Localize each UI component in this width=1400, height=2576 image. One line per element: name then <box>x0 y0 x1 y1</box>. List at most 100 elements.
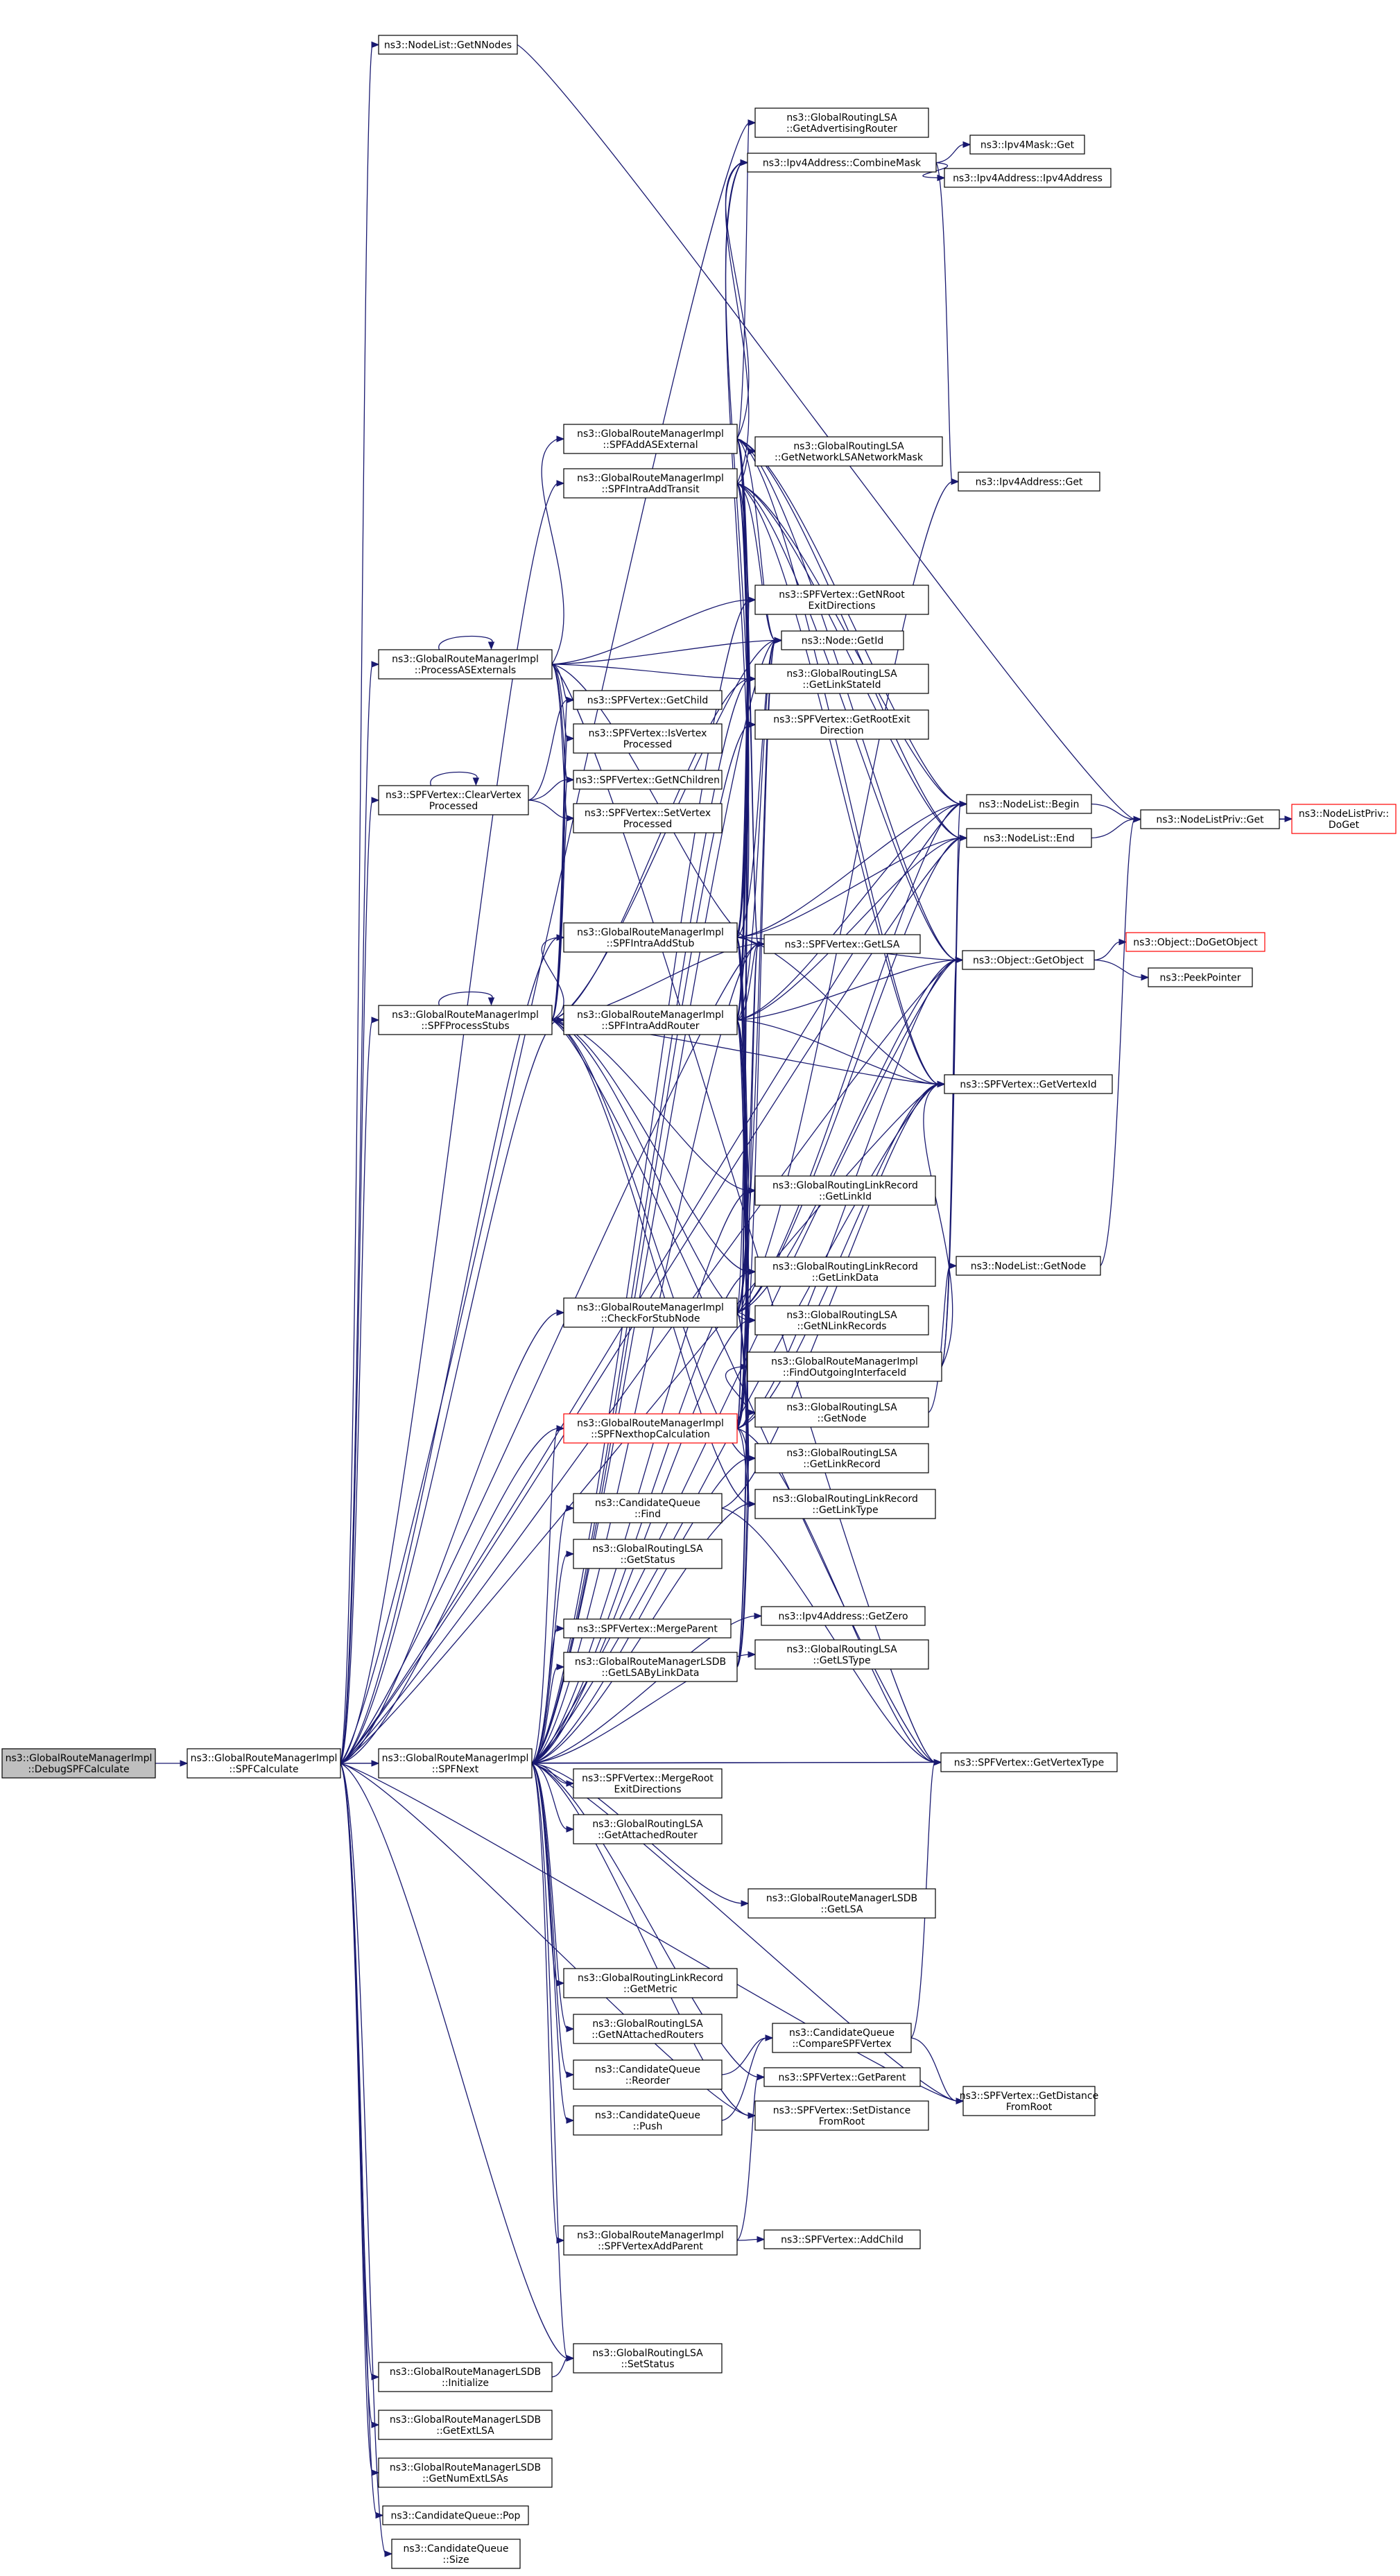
node-ns3-globalroutemanagerimpl-spfaddasexternal[interactable]: ns3::GlobalRouteManagerImpl::SPFAddASExt… <box>563 424 738 454</box>
node-ns3-peekpointer[interactable]: ns3::PeekPointer <box>1148 967 1253 987</box>
edge-line <box>528 799 568 819</box>
edge-cqpush-to-cqcompare <box>721 2034 774 2121</box>
node-ns3-ipv4address-combinemask[interactable]: ns3::Ipv4Address::CombineMask <box>747 153 937 173</box>
node-ns3-nodelistpriv-get[interactable]: ns3::NodeListPriv::Get <box>1140 809 1280 829</box>
node-ns3-ipv4address-getzero[interactable]: ns3::Ipv4Address::GetZero <box>761 1606 926 1626</box>
edge-line <box>736 837 961 1021</box>
node-ns3-ipv4mask-get[interactable]: ns3::Ipv4Mask::Get <box>969 135 1085 155</box>
node-label: ::GetStatus <box>621 1555 675 1566</box>
node-ns3-globalroutemanagerimpl-spfintraaddstub[interactable]: ns3::GlobalRouteManagerImpl::SPFIntraAdd… <box>563 922 738 953</box>
node-ns3-candidatequeue-find[interactable]: ns3::CandidateQueue::Find <box>573 1493 723 1523</box>
edge-line <box>721 1507 935 1763</box>
node-ns3-globalroutinglsa-getstatus[interactable]: ns3::GlobalRoutingLSA::GetStatus <box>573 1539 723 1569</box>
node-ns3-candidatequeue-push[interactable]: ns3::CandidateQueue::Push <box>573 2105 723 2136</box>
node-ns3-globalroutemanagerlsdb-getnumextlsas[interactable]: ns3::GlobalRouteManagerLSDB::GetNumExtLS… <box>378 2457 553 2488</box>
node-ns3-globalroutemanagerlsdb-initialize[interactable]: ns3::GlobalRouteManagerLSDB::Initialize <box>378 2362 553 2392</box>
node-ns3-globalroutinglinkrecord-getlinkid[interactable]: ns3::GlobalRoutingLinkRecord::GetLinkId <box>754 1175 936 1206</box>
node-ns3-globalroutinglsa-getattachedrouter[interactable]: ns3::GlobalRoutingLSA::GetAttachedRouter <box>573 1814 723 1844</box>
node-ns3-globalroutemanagerimpl-findoutgoinginterfaceid[interactable]: ns3::GlobalRouteManagerImpl::FindOutgoin… <box>747 1351 942 1382</box>
node-ns3-object-getobject[interactable]: ns3::Object::GetObject <box>962 950 1095 970</box>
node-box <box>563 468 738 499</box>
node-ns3-globalroutinglsa-getnetworklsanetworkmask[interactable]: ns3::GlobalRoutingLSA::GetNetworkLSANetw… <box>754 436 943 467</box>
node-ns3-candidatequeue-pop[interactable]: ns3::CandidateQueue::Pop <box>382 2505 529 2525</box>
node-ns3-globalroutemanagerlsdb-getextlsa[interactable]: ns3::GlobalRouteManagerLSDB::GetExtLSA <box>378 2410 553 2440</box>
node-ns3-globalroutemanagerimpl-spfnexthopcalculation[interactable]: ns3::GlobalRouteManagerImpl::SPFNexthopC… <box>563 1413 738 1444</box>
edge-line <box>430 771 478 786</box>
edge-line <box>541 937 564 1021</box>
node-label: ns3::SPFVertex::GetNChildren <box>576 775 720 786</box>
edge-line <box>531 1083 939 1764</box>
node-ns3-globalroutinglsa-getlstype[interactable]: ns3::GlobalRoutingLSA::GetLSType <box>754 1639 929 1670</box>
edge-arrowhead <box>556 435 565 442</box>
node-ns3-ipv4address-get[interactable]: ns3::Ipv4Address::Get <box>958 472 1100 492</box>
edge-line <box>736 937 939 1085</box>
node-label: ::SPFVertexAddParent <box>598 2241 703 2252</box>
node-ns3-globalroutemanagerlsdb-getlsabylinkdata[interactable]: ns3::GlobalRouteManagerLSDB::GetLSAByLin… <box>563 1652 738 1682</box>
node-ns3-globalroutemanagerimpl-spfvertexaddparent[interactable]: ns3::GlobalRouteManagerImpl::SPFVertexAd… <box>563 2225 738 2256</box>
node-ns3-globalroutinglsa-getadvertisingrouter[interactable]: ns3::GlobalRoutingLSA::GetAdvertisingRou… <box>754 107 929 138</box>
edge-arrowhead <box>566 2355 575 2362</box>
node-ns3-nodelist-begin[interactable]: ns3::NodeList::Begin <box>966 794 1092 814</box>
node-ns3-globalroutemanagerlsdb-getlsa[interactable]: ns3::GlobalRouteManagerLSDB::GetLSA <box>747 1888 936 1919</box>
edge-line <box>736 1428 935 1763</box>
node-ns3-spfvertex-getlsa[interactable]: ns3::SPFVertex::GetLSA <box>763 934 921 954</box>
node-ns3-globalroutemanagerimpl-processasexternals[interactable]: ns3::GlobalRouteManagerImpl::ProcessASEx… <box>378 649 553 680</box>
node-ns3-object-dogetobject[interactable]: ns3::Object::DoGetObject <box>1125 932 1265 952</box>
node-ns3-globalroutinglinkrecord-getmetric[interactable]: ns3::GlobalRoutingLinkRecord::GetMetric <box>563 1968 738 1998</box>
node-label: ns3::GlobalRouteManagerLSDB <box>766 1893 917 1904</box>
node-ns3-candidatequeue-comparespfvertex[interactable]: ns3::CandidateQueue::CompareSPFVertex <box>772 2023 912 2053</box>
node-ns3-globalroutemanagerimpl-debugspfcalculate[interactable]: ns3::GlobalRouteManagerImpl::DebugSPFCal… <box>1 1748 156 1779</box>
node-box <box>958 472 1100 492</box>
node-label: ::Reorder <box>625 2075 671 2086</box>
node-ns3-spfvertex-addchild[interactable]: ns3::SPFVertex::AddChild <box>763 2229 921 2249</box>
node-ns3-spfvertex-getchild[interactable]: ns3::SPFVertex::GetChild <box>573 690 723 710</box>
node-ns3-globalroutinglsa-getnattachedrouters[interactable]: ns3::GlobalRoutingLSA::GetNAttachedRoute… <box>573 2014 723 2044</box>
node-ns3-nodelist-getnode[interactable]: ns3::NodeList::GetNode <box>956 1256 1101 1276</box>
node-ns3-spfvertex-getvertextype[interactable]: ns3::SPFVertex::GetVertexType <box>940 1752 1118 1772</box>
node-ns3-candidatequeue-size[interactable]: ns3::CandidateQueue::Size <box>391 2539 521 2569</box>
node-label: ::DebugSPFCalculate <box>28 1764 129 1775</box>
edge-line <box>928 1265 951 1413</box>
node-ns3-globalroutinglsa-getnode[interactable]: ns3::GlobalRoutingLSA::GetNode <box>754 1397 929 1428</box>
node-ns3-node-getid[interactable]: ns3::Node::GetId <box>781 630 904 650</box>
node-label: Processed <box>429 801 478 812</box>
node-ns3-globalroutemanagerimpl-spfnext[interactable]: ns3::GlobalRouteManagerImpl::SPFNext <box>378 1748 533 1779</box>
node-ns3-globalroutemanagerimpl-checkforstubnode[interactable]: ns3::GlobalRouteManagerImpl::CheckForStu… <box>563 1297 738 1328</box>
node-label: ns3::GlobalRouteManagerImpl <box>577 1302 724 1313</box>
node-ns3-globalroutinglinkrecord-getlinktype[interactable]: ns3::GlobalRoutingLinkRecord::GetLinkTyp… <box>754 1489 936 1519</box>
edge-line <box>1094 959 1143 978</box>
node-box <box>754 585 929 615</box>
node-ns3-spfvertex-mergeparent[interactable]: ns3::SPFVertex::MergeParent <box>563 1618 732 1639</box>
node-ns3-nodelist-end[interactable]: ns3::NodeList::End <box>966 828 1092 848</box>
node-ns3-globalroutinglsa-getlinkstateid[interactable]: ns3::GlobalRoutingLSA::GetLinkStateId <box>754 664 929 694</box>
node-ns3-spfvertex-getnchildren[interactable]: ns3::SPFVertex::GetNChildren <box>573 770 723 790</box>
node-ns3-ipv4address-ipv4address[interactable]: ns3::Ipv4Address::Ipv4Address <box>944 168 1112 188</box>
node-ns3-globalroutinglsa-getnlinkrecords[interactable]: ns3::GlobalRoutingLSA::GetNLinkRecords <box>754 1305 929 1335</box>
node-ns3-nodelist-getnnodes[interactable]: ns3::NodeList::GetNNodes <box>378 35 518 55</box>
node-label: ns3::GlobalRouteManagerLSDB <box>575 1657 726 1668</box>
node-label: ns3::Ipv4Mask::Get <box>980 140 1075 151</box>
node-ns3-globalroutinglsa-setstatus[interactable]: ns3::GlobalRoutingLSA::SetStatus <box>573 2343 723 2374</box>
node-ns3-globalroutinglsa-getlinkrecord[interactable]: ns3::GlobalRoutingLSA::GetLinkRecord <box>754 1443 929 1473</box>
node-label: ns3::GlobalRouteManagerLSDB <box>390 2462 541 2473</box>
node-ns3-spfvertex-getvertexid[interactable]: ns3::SPFVertex::GetVertexId <box>944 1074 1113 1094</box>
node-ns3-globalroutemanagerimpl-spfintraaddtransit[interactable]: ns3::GlobalRouteManagerImpl::SPFIntraAdd… <box>563 468 738 499</box>
node-ns3-spfvertex-getparent[interactable]: ns3::SPFVertex::GetParent <box>763 2067 921 2087</box>
edge-line <box>725 162 750 484</box>
node-ns3-globalroutemanagerimpl-spfprocessstubs[interactable]: ns3::GlobalRouteManagerImpl::SPFProcessS… <box>378 1005 553 1035</box>
node-ns3-nodelistpriv-doget[interactable]: ns3::NodeListPriv::DoGet <box>1291 804 1397 834</box>
node-ns3-globalroutemanagerimpl-spfcalculate[interactable]: ns3::GlobalRouteManagerImpl::SPFCalculat… <box>187 1748 341 1779</box>
node-ns3-globalroutinglinkrecord-getlinkdata[interactable]: ns3::GlobalRoutingLinkRecord::GetLinkDat… <box>754 1256 936 1287</box>
node-label: ns3::GlobalRoutingLSA <box>786 1402 897 1413</box>
node-box <box>378 2362 553 2392</box>
node-ns3-globalroutemanagerimpl-spfintraaddrouter[interactable]: ns3::GlobalRouteManagerImpl::SPFIntraAdd… <box>563 1005 738 1035</box>
node-ns3-candidatequeue-reorder[interactable]: ns3::CandidateQueue::Reorder <box>573 2059 723 2090</box>
